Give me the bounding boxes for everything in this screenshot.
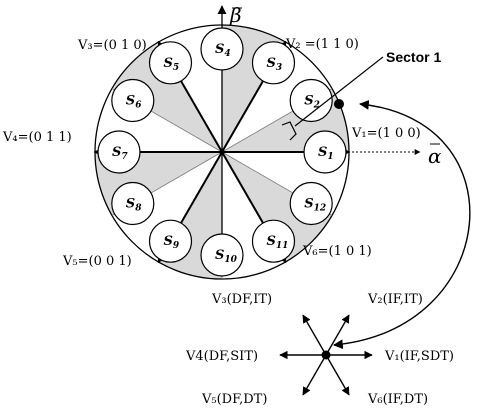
sector-circle-s4: S4	[200, 27, 244, 71]
star-center	[321, 350, 331, 360]
vector-label-v2: V₂ =(1 1 0)	[285, 37, 359, 52]
vector-label-v6: V₆=(1 0 1)	[302, 244, 372, 259]
star-arrow	[302, 314, 327, 356]
star-arrow	[325, 354, 350, 396]
sector-circle	[111, 78, 155, 123]
sector-circle	[251, 41, 296, 85]
vector-label-v4: V₄=(0 1 1)	[2, 130, 72, 145]
sector-circle	[200, 27, 244, 71]
sector-circle-s11: S11	[251, 219, 296, 263]
sector-circle-s2: S2	[289, 78, 333, 123]
sector-circle	[148, 41, 193, 85]
vector-label-v1: V₁=(1 0 0)	[351, 126, 421, 141]
flux-point	[334, 99, 344, 109]
sector-1-annotation: Sector 1	[386, 49, 441, 65]
sector-circle	[251, 219, 296, 263]
sector-circle-s7: S7	[97, 130, 141, 174]
sector-circle	[148, 219, 193, 263]
sector-circle-s5: S5	[148, 41, 193, 85]
sector-circle-s6: S6	[111, 78, 155, 123]
sector-circle-s3: S3	[251, 41, 296, 85]
sector-circle-s9: S9	[148, 219, 193, 263]
beta-axis-label: β	[229, 3, 242, 27]
table-label-v1: V₁(IF,SDT)	[384, 349, 454, 364]
table-label-v4: V4(DF,SIT)	[185, 349, 258, 364]
sector-circle-s8: S8	[111, 181, 155, 226]
sector-wedge	[112, 42, 222, 153]
sector-circle	[111, 181, 155, 226]
star-arrow	[325, 314, 350, 356]
sector-1-bracket	[281, 121, 297, 141]
star-arrow	[302, 354, 327, 396]
vector-label-v3: V₃=(0 1 0)	[77, 38, 147, 53]
sector-wedge	[222, 152, 332, 262]
alpha-axis-label: α	[428, 144, 442, 168]
connector-curve	[333, 100, 471, 350]
table-label-v3: V₃(DF,IT)	[211, 292, 272, 307]
sector-circle	[289, 78, 333, 123]
sector-circle-s1: S1	[303, 130, 347, 174]
sector-circle-s12: S12	[289, 181, 333, 226]
vector-label-v5: V₅=(0 0 1)	[62, 254, 132, 269]
table-label-v2: V₂(IF,IT)	[367, 292, 423, 307]
sector-1-leader	[294, 56, 384, 127]
switching-table-star	[279, 314, 373, 396]
sector-circle	[289, 181, 333, 226]
table-label-v6: V₆(IF,DT)	[367, 392, 428, 407]
sector-circle	[97, 130, 141, 174]
table-label-v5: V₅(DF,DT)	[201, 392, 267, 407]
sector-circle	[200, 233, 244, 277]
sector-circle-s10: S10	[200, 233, 244, 277]
